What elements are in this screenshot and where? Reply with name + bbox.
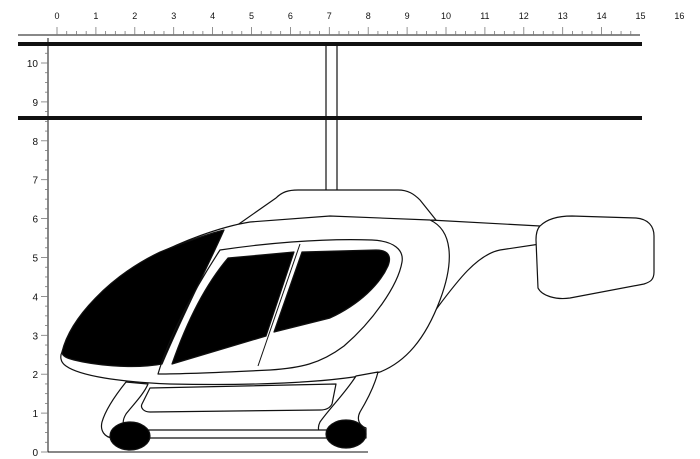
x-tick-label: 4	[210, 11, 215, 21]
front-windshield	[61, 229, 225, 368]
y-tick-label: 3	[32, 331, 38, 342]
x-tick-label: 16	[674, 11, 684, 21]
engine-cowling	[235, 189, 437, 227]
door-frame	[157, 239, 403, 375]
x-tick-label: 8	[366, 11, 371, 21]
skid-step	[140, 383, 337, 413]
y-tick-label: 8	[32, 137, 38, 148]
x-tick-label: 11	[480, 11, 489, 21]
vertical-ruler: 0 1 2 3 4 5 6 7 8 9 10	[27, 38, 49, 459]
door-pillar	[257, 243, 301, 367]
y-tick-label: 9	[32, 98, 38, 109]
door-window-right	[273, 249, 391, 333]
y-tick-label: 2	[32, 370, 38, 381]
x-tick-label: 10	[441, 11, 451, 21]
door-window-left	[171, 251, 295, 365]
x-tick-label: 1	[93, 11, 98, 21]
y-tick-label: 7	[32, 176, 38, 187]
x-tick-label: 12	[519, 11, 529, 21]
helicopter-illustration	[60, 189, 655, 451]
x-tick-label: 5	[249, 11, 254, 21]
x-tick-label: 9	[405, 11, 410, 21]
y-tick-label: 1	[32, 409, 38, 420]
vertical-ruler-labels: 0 1 2 3 4 5 6 7 8 9 10	[27, 59, 39, 459]
horizontal-ruler-ticks	[56, 27, 632, 35]
x-tick-label: 13	[558, 11, 568, 21]
x-tick-label: 6	[288, 11, 293, 21]
y-tick-label: 5	[32, 254, 38, 265]
x-tick-label: 15	[635, 11, 645, 21]
y-tick-label: 10	[27, 59, 39, 70]
y-tick-label: 0	[32, 448, 38, 459]
rear-wheel	[325, 419, 367, 449]
front-wheel	[109, 421, 151, 451]
x-tick-label: 2	[132, 11, 137, 21]
x-tick-label: 7	[327, 11, 332, 21]
tail-fin	[535, 215, 655, 300]
vertical-ruler-ticks	[41, 43, 48, 453]
x-tick-label: 14	[597, 11, 607, 21]
y-tick-label: 6	[32, 215, 38, 226]
x-tick-label: 3	[171, 11, 176, 21]
y-tick-label: 4	[32, 292, 38, 303]
x-tick-label: 0	[54, 11, 59, 21]
rotor-mast	[325, 44, 338, 190]
